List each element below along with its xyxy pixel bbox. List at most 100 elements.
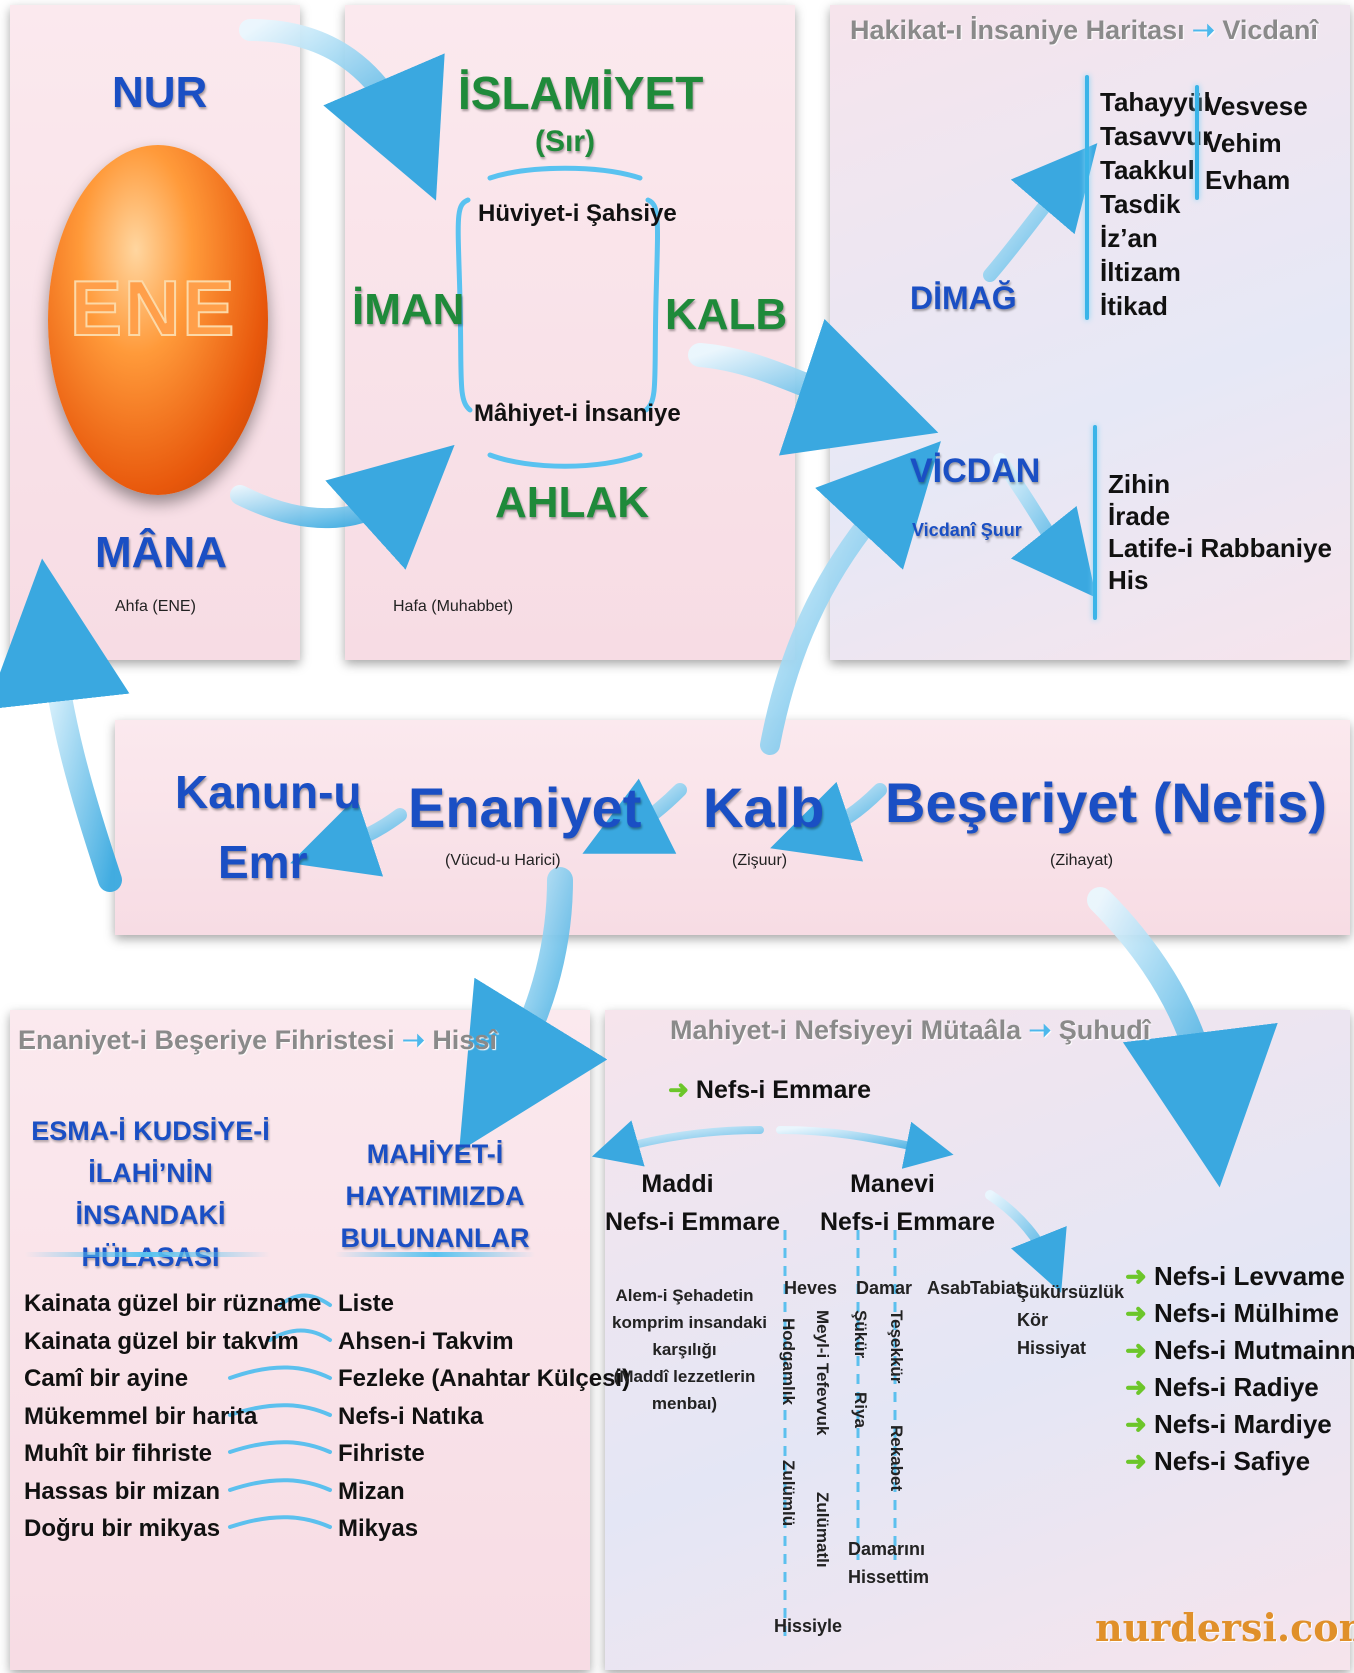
bracket-bottom (487, 452, 643, 469)
green-arrow-icon: ➜ (1125, 1298, 1147, 1328)
hissiyle-label: Hissiyle (774, 1616, 843, 1636)
mahiyet-nefsiye-title-text: Mahiyet-i Nefsiyeyi Mütaâla (670, 1015, 1022, 1045)
dimag-label: DİMAĞ (910, 280, 1017, 316)
bracket-top (487, 165, 643, 181)
arrow-row-6 (228, 1478, 332, 1492)
vicdan-item: Latife-i Rabbaniye (1108, 533, 1332, 563)
huviyet-label: Hüviyet-i Şahsiye (478, 200, 677, 227)
esma-item: Muhît bir fihriste (24, 1440, 212, 1467)
arrow-row-5 (228, 1440, 332, 1454)
fihriste-title-text: Enaniyet-i Beşeriye Fihristesi (18, 1025, 395, 1055)
meyl-label: Meyl-i Tefevvuk (813, 1310, 832, 1436)
mahiyet-heading: MAHİYET-İ HAYATIMIZDA BULUNANLAR (295, 1133, 575, 1259)
green-arrow-icon: ➜ (1125, 1335, 1147, 1365)
arrow-kanun-mana (0, 558, 130, 892)
arrow-kalb-enaniyet (582, 778, 687, 854)
nefs-level-item: ➜ Nefs-i Mutmainne (1125, 1332, 1354, 1369)
arrow-right-icon: ➝ (1028, 1015, 1052, 1045)
nefs-level-label: Nefs-i Mülhime (1154, 1298, 1339, 1328)
green-arrow-icon: ➜ (668, 1076, 689, 1104)
kanun-label: Kanun-u (175, 766, 362, 818)
sukursuzluk-group: Şükürsüzlük Kör Hissiyat (1017, 1278, 1124, 1362)
maddi-heading-line: Nefs-i Emmare (605, 1208, 781, 1236)
dimag-list: Tahayyül Tasavvur Taakkul Tasdik İz’an İ… (1100, 85, 1212, 323)
damarini-line: Hissettim (848, 1567, 930, 1587)
arrow-nur-islamiyet (239, 19, 445, 201)
nefs-level-item: ➜ Nefs-i Levvame (1125, 1258, 1354, 1295)
sukursuzluk-line: Şükürsüzlük (1017, 1282, 1125, 1302)
nur-label: NUR (112, 68, 208, 117)
hodgamlik-label: Hodgamlık (779, 1318, 798, 1405)
arrow-row-2 (268, 1328, 332, 1342)
hakikat-title-suffix: Vicdanî (1222, 15, 1318, 45)
nefs-levels-list: ➜ Nefs-i Levvame ➜ Nefs-i Mülhime ➜ Nefs… (1125, 1258, 1354, 1480)
arrow-beseriyet-mahiyet (1087, 887, 1278, 1188)
esma-item: Kainata güzel bir rüzname (24, 1290, 322, 1317)
nefs-level-item: ➜ Nefs-i Mardiye (1125, 1406, 1354, 1443)
manevi-heading-line: Nefs-i Emmare (820, 1208, 996, 1236)
arrow-beseriyet-kalb (770, 781, 887, 862)
green-arrow-icon: ➜ (1125, 1261, 1147, 1291)
dimag-item: İz’an (1100, 223, 1158, 253)
vicdan-sub-label: Vicdanî Şuur (912, 520, 1022, 540)
nefs-level-label: Nefs-i Mardiye (1154, 1409, 1332, 1439)
sukursuzluk-line: Hissiyat (1017, 1338, 1087, 1358)
mahiyet-item: Mizan (338, 1477, 405, 1505)
arrow-manevi-branches (985, 1190, 1067, 1293)
mana-label: MÂNA (95, 528, 227, 577)
mahiyet-nefsiye-title: Mahiyet-i Nefsiyeyi Mütaâla ➝ Şuhudî (670, 1015, 1150, 1046)
vicdan-item: Zihin (1108, 469, 1171, 499)
damarini-line: Damarını (848, 1539, 926, 1559)
maddi-heading-line: Maddi (641, 1170, 714, 1198)
green-arrow-icon: ➜ (1125, 1372, 1147, 1402)
vicdan-bracket (1093, 425, 1097, 620)
nefs-level-item: ➜ Nefs-i Mülhime (1125, 1295, 1354, 1332)
hafa-label: Hafa (Muhabbet) (393, 598, 514, 615)
kalb-band-label: Kalb (703, 776, 825, 839)
vesvese-bracket (1195, 85, 1199, 200)
nefs-level-label: Nefs-i Radiye (1154, 1372, 1319, 1402)
emr-label: Emr (218, 836, 308, 888)
mahiyet-item: Fihriste (338, 1440, 425, 1467)
enaniyet-label: Enaniyet (408, 776, 642, 839)
arrow-row-4 (228, 1403, 332, 1417)
maddi-desc-line: Alem-i Şehadetin (615, 1286, 754, 1305)
dimag-item: İltizam (1100, 257, 1181, 287)
kalb-band-sub-label: (Zişuur) (732, 852, 788, 869)
iman-label: İMAN (352, 285, 465, 334)
arrow-enaniyet-fihriste (459, 867, 608, 1152)
esma-heading-line: İLAHİ’NİN İNSANDAKİ (75, 1158, 226, 1230)
enaniyet-sub-label: (Vücud-u Harici) (445, 852, 561, 869)
mahiyet-nefsiye-title-suffix: Şuhudî (1058, 1015, 1151, 1045)
esma-item: Doğru bir mikyas (24, 1515, 221, 1542)
mahiyet-heading-line: MAHİYET-İ HAYATIMIZDA (345, 1139, 525, 1211)
vesvese-item: Evham (1205, 165, 1291, 195)
rekabet-label: Rekabet (887, 1425, 906, 1492)
esma-item: Hassas bir mizan (24, 1477, 221, 1505)
mahiyet-item: Liste (338, 1290, 395, 1317)
dimag-item: Tasdik (1100, 189, 1181, 219)
beseriyet-sub-label: (Zihayat) (1050, 852, 1114, 869)
mahiyet-label: Mâhiyet-i İnsaniye (474, 400, 681, 427)
ene-orb: ENE (48, 145, 268, 495)
bracket-right (643, 197, 661, 413)
asab-label: Asab (927, 1278, 972, 1298)
sukur-label: Şükür (851, 1310, 870, 1359)
esma-heading-line: HÜLASASI (81, 1242, 220, 1272)
divider-right (335, 1252, 535, 1257)
bracket-left (455, 197, 473, 413)
maddi-desc-line: komprim insandaki (612, 1313, 767, 1332)
vesvese-list: Vesvese Vehim Evham (1205, 88, 1308, 199)
mahiyet-item: Mikyas (338, 1515, 419, 1542)
damar-label: Damar (856, 1278, 913, 1298)
hakikat-title-text: Hakikat-ı İnsaniye Haritası (850, 15, 1185, 45)
watermark-logo: nurdersi.com (1095, 1605, 1354, 1650)
ene-label: ENE (69, 263, 237, 353)
dimag-item: Taakkul (1100, 155, 1195, 185)
arrow-row-1 (278, 1293, 332, 1307)
manevi-heading-line: Manevi (850, 1170, 935, 1198)
mahiyet-item: Nefs-i Natıka (338, 1402, 484, 1430)
nefs-emmare-label: Nefs-i Emmare (695, 1076, 871, 1104)
esma-item: Mükemmel bir harita (24, 1402, 258, 1430)
